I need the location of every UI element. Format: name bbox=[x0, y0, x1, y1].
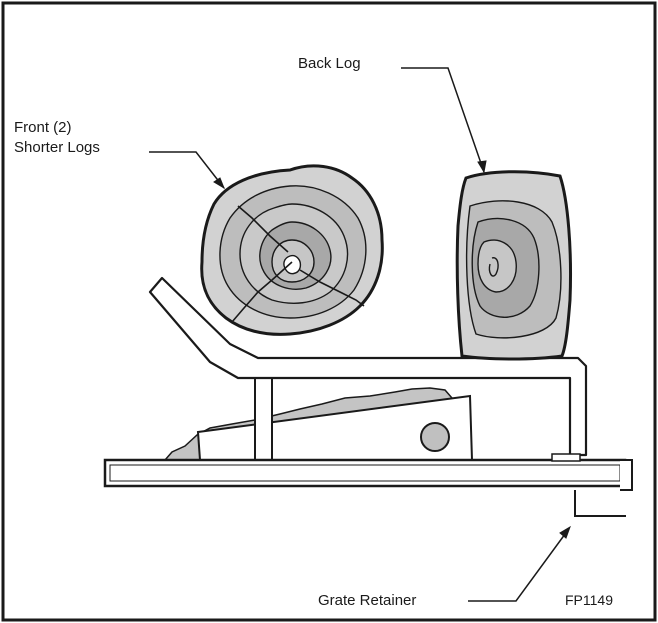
front-log-crack-3 bbox=[237, 205, 289, 253]
front-log bbox=[200, 164, 384, 336]
front-logs-arrowhead bbox=[213, 177, 226, 190]
back-log-label: Back Log bbox=[298, 55, 361, 72]
grate-foot bbox=[551, 453, 581, 462]
front-log-crack-1 bbox=[231, 261, 293, 323]
front-logs-label-line2: Shorter Logs bbox=[14, 139, 100, 156]
front-logs-leader bbox=[149, 151, 225, 189]
back-log-ring-3 bbox=[477, 239, 517, 293]
back-log-arrowhead bbox=[477, 160, 487, 174]
grate-retainer-leader bbox=[468, 529, 569, 602]
back-log-leader bbox=[401, 67, 485, 173]
base-plate bbox=[103, 458, 627, 488]
front-logs-label-line1: Front (2) bbox=[14, 119, 72, 136]
front-log-crack-2 bbox=[299, 269, 365, 307]
back-log bbox=[455, 170, 573, 361]
grate-retainer-label: Grate Retainer bbox=[318, 592, 416, 609]
front-log-core bbox=[283, 254, 302, 275]
wedge-bolt bbox=[420, 422, 450, 452]
base-plate-end bbox=[620, 459, 633, 491]
grate-retainer-arrowhead bbox=[559, 525, 571, 539]
grate-retainer-bracket bbox=[574, 490, 626, 517]
grate-bar bbox=[148, 276, 588, 457]
back-log-core bbox=[488, 257, 499, 277]
grate-leg bbox=[254, 375, 273, 463]
figure-code: FP1149 bbox=[565, 592, 613, 608]
